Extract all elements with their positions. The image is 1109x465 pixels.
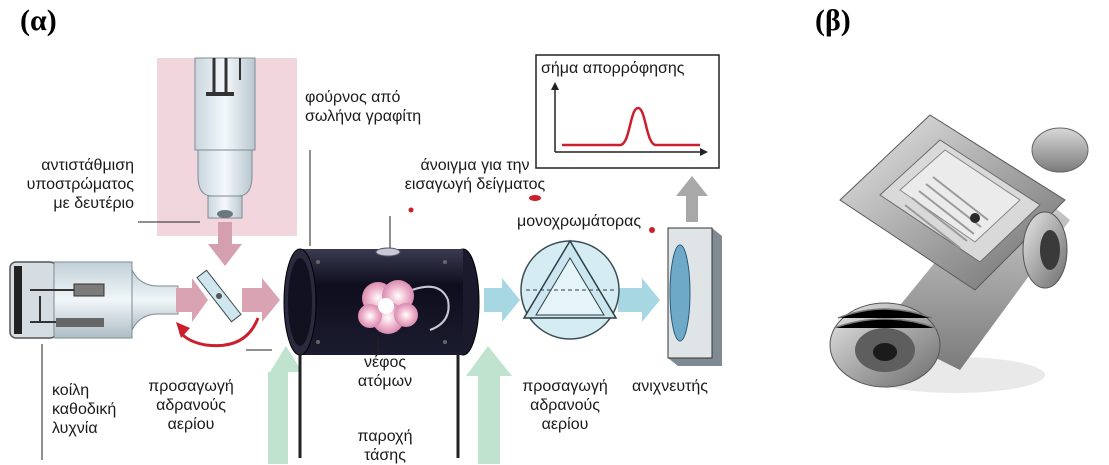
red-dot (529, 195, 541, 201)
graphite-tube-photo (830, 115, 1088, 393)
signal-arrow (676, 176, 708, 222)
label-hollow-cathode-lamp: κοίλη καθοδική λυχνία (52, 381, 116, 438)
inert-gas-arrow-right (466, 346, 512, 464)
furnace-beam-arrow (484, 278, 520, 322)
monochromator-beam-arrow (618, 278, 660, 322)
graphite-furnace (284, 248, 479, 355)
label-sample-opening: άνοιγμα για την εισαγωγή δείγματος (380, 156, 570, 194)
label-voltage-supply: παροχή τάσης (343, 427, 427, 465)
detector (668, 228, 722, 366)
label-background-correction: αντιστάθμιση υποστρώματος με δευτέριο (8, 156, 134, 213)
deuterium-lamp (157, 58, 297, 236)
monochromator (521, 241, 619, 339)
atom-cloud (358, 280, 418, 334)
label-atom-cloud: νέφος ατόμων (350, 353, 420, 391)
label-inert-gas-right: προσαγωγή αδρανούς αερίου (515, 377, 615, 434)
label-detector: ανιχνευτής (632, 377, 708, 396)
hollow-cathode-lamp (10, 262, 178, 338)
label-furnace: φούρνος από σωλήνα γραφίτη (305, 88, 421, 126)
label-absorption-signal: σήμα απορρόφησης (541, 59, 685, 78)
inert-gas-arrow-left (268, 346, 302, 464)
label-monochromator: μονοχρωμάτορας (517, 212, 641, 231)
chopper-beam-arrow (242, 278, 280, 322)
red-dot (649, 227, 655, 233)
label-inert-gas-left: προσαγωγή αδρανούς αερίου (142, 377, 240, 434)
red-dot (409, 208, 414, 213)
